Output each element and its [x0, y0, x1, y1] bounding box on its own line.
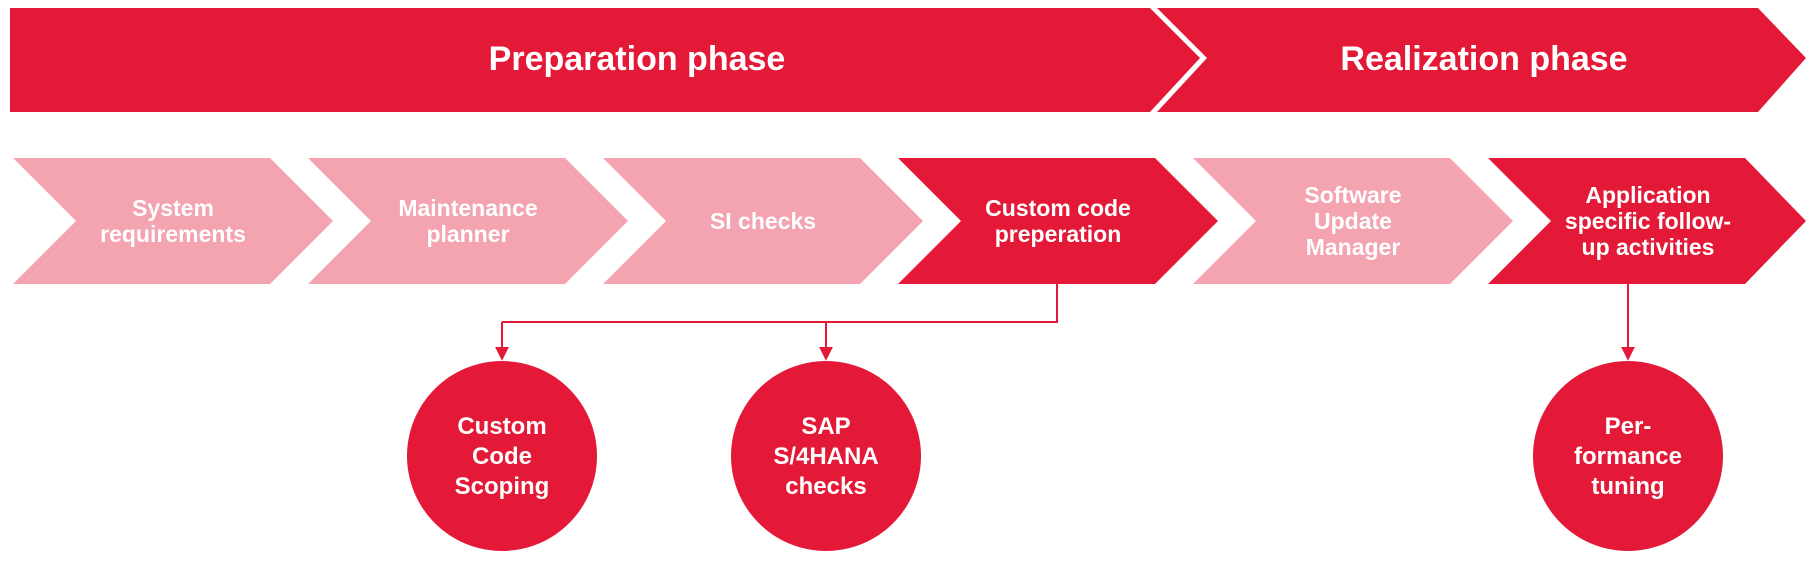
bubble-s4hana-checks: SAP S/4HANA checks: [731, 361, 921, 551]
label-line: Software: [1304, 182, 1401, 208]
label-line: Code: [472, 443, 532, 470]
bubble-circle: [407, 361, 597, 551]
step-chevron-shape: [1193, 158, 1513, 284]
label-line: Maintenance: [398, 195, 537, 221]
step-chevron-shape: [308, 158, 628, 284]
phase-banner-shape: [1157, 8, 1806, 112]
bubble-circle: [731, 361, 921, 551]
label-line: Custom: [457, 413, 546, 440]
step-chevron-shape: [898, 158, 1218, 284]
label-line: Scoping: [455, 473, 550, 500]
step-chevron-shape: [603, 158, 923, 284]
phase-banner-preparation: Preparation phase: [10, 8, 1200, 112]
label-line: checks: [785, 473, 866, 500]
label-line: Manager: [1306, 234, 1401, 260]
label-line: Custom code: [985, 195, 1131, 221]
bubble-performance-tuning: Per-formance tuning: [1533, 361, 1723, 551]
label-line: SI checks: [710, 208, 816, 234]
label-line: requirements: [100, 221, 246, 247]
label-line: planner: [426, 221, 509, 247]
connector-custom-code-to-bubbles: [502, 284, 1058, 323]
label-line: System: [132, 195, 214, 221]
phase-label: Preparation phase: [489, 40, 786, 78]
label-line: S/4HANA: [773, 443, 878, 470]
step-si-checks: SI checks: [603, 158, 923, 284]
label-line: SAP: [801, 413, 850, 440]
bubble-label: SAP S/4HANA checks: [773, 413, 878, 500]
label-line: specific follow-: [1565, 208, 1731, 234]
phase-label: Realization phase: [1340, 40, 1627, 78]
phase-banner-realization: Realization phase: [1157, 8, 1806, 112]
step-chevron-shape: [1488, 158, 1806, 284]
bubble-circle: [1533, 361, 1723, 551]
label-line: Application: [1585, 182, 1710, 208]
connectors: [495, 284, 1635, 361]
label-line: tuning: [1591, 473, 1664, 500]
label-line: Update: [1314, 208, 1392, 234]
phase-banner-shape: [10, 8, 1200, 112]
step-label: SI checks: [710, 208, 816, 234]
bubble-label: Per-formance tuning: [1574, 413, 1682, 500]
label-line: formance: [1574, 443, 1682, 470]
label-line: preperation: [995, 221, 1122, 247]
label-line: Per-: [1605, 413, 1652, 440]
step-chevron-shape: [13, 158, 333, 284]
label-line: up activities: [1582, 234, 1715, 260]
